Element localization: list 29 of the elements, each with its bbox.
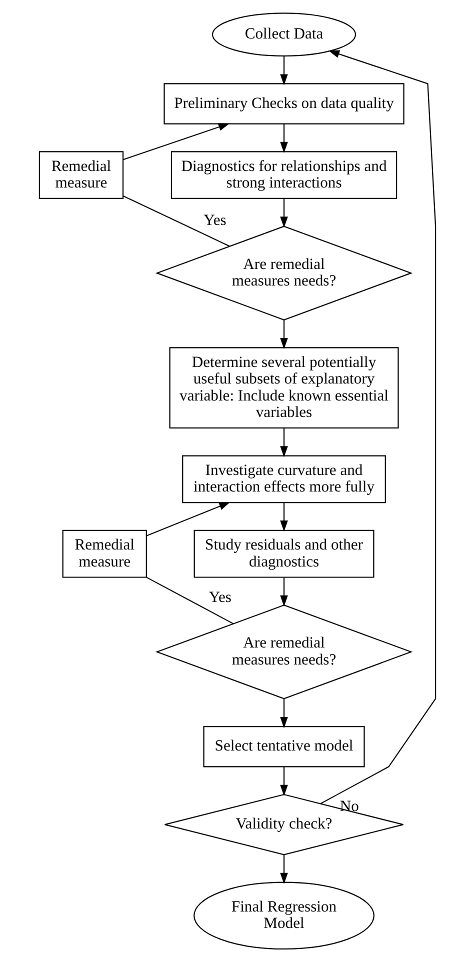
- node-box: Determine several potentially useful subsets of explanatory variable: Include known essential variables: [168, 347, 398, 429]
- node-box: Remedial measure: [62, 530, 146, 578]
- node-box: Preliminary Checks on data quality: [163, 83, 404, 124]
- node-ellipse: Collect Data: [211, 12, 356, 56]
- edge-label: Yes: [208, 588, 232, 606]
- arrow: [280, 578, 288, 607]
- arrow: [280, 428, 288, 458]
- edge-label: No: [339, 798, 358, 816]
- node-diamond: Are remedial measures needs?: [154, 604, 412, 700]
- node-ellipse: Final Regression Model: [193, 882, 374, 950]
- arrow: [146, 502, 230, 536]
- arrow: [122, 123, 230, 160]
- node-box: Diagnostics for relationships and strong interactions: [170, 151, 397, 199]
- node-box: Investigate curvature and interaction effects more fully: [182, 455, 386, 504]
- arrow: [280, 198, 288, 228]
- node-box: Study residuals and other diagnostics: [193, 530, 374, 578]
- arrow: [280, 56, 288, 86]
- connector: [122, 196, 230, 247]
- arrow: [280, 320, 288, 350]
- arrow: [280, 698, 288, 728]
- arrow: [280, 766, 288, 796]
- node-box: Select tentative model: [202, 726, 364, 768]
- arrow: [320, 50, 436, 804]
- arrow: [280, 124, 288, 154]
- arrow: [280, 854, 288, 884]
- arrow: [280, 502, 288, 532]
- connector: [146, 576, 234, 624]
- node-diamond: Are remedial measures needs?: [154, 226, 412, 320]
- node-box: Remedial measure: [38, 151, 124, 199]
